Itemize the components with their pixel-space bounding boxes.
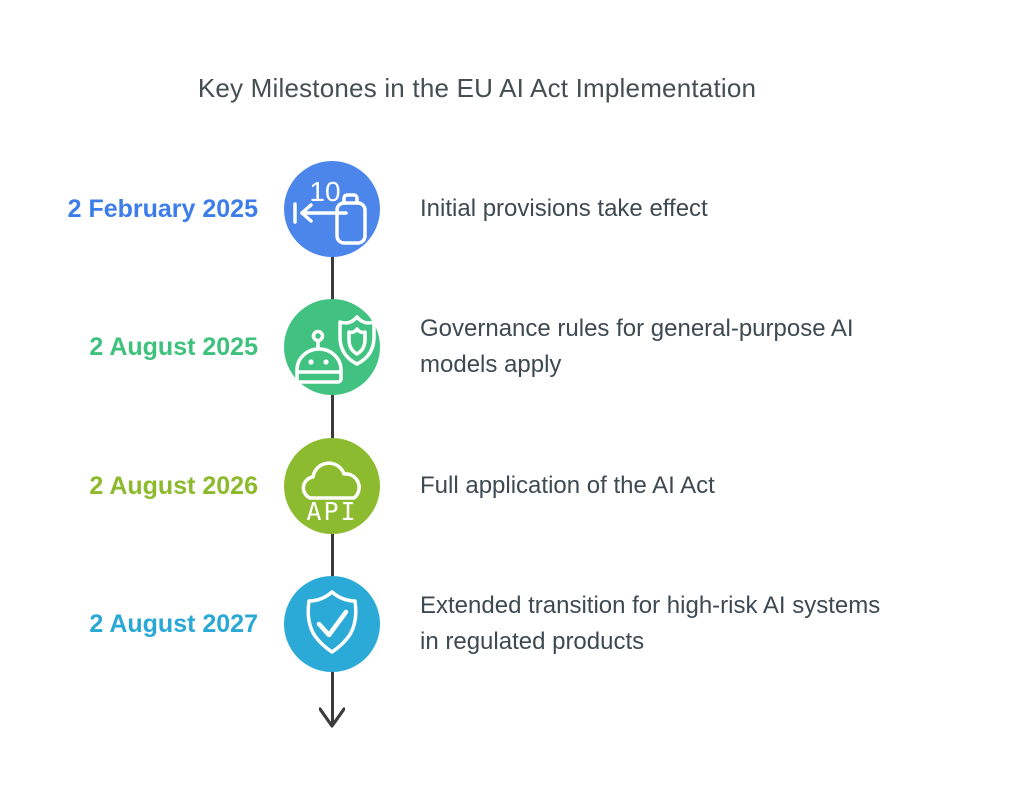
svg-text:10: 10 [309, 176, 340, 207]
milestone-date: 2 August 2026 [89, 472, 258, 500]
milestone-date: 2 August 2027 [89, 610, 258, 638]
svg-text:API: API [306, 497, 357, 526]
robot-shield-icon [295, 315, 376, 384]
arrow-down-icon [319, 707, 345, 728]
milestone-description: Full application of the AI Act [420, 472, 715, 499]
cloud-api-icon: API [301, 461, 361, 526]
shield-check-icon [306, 590, 358, 654]
milestone-description: Initial provisions take effect [420, 195, 708, 222]
calendar-countdown-icon: 10 [293, 176, 367, 245]
milestone-description: Extended transition for high-risk AI sys… [420, 592, 881, 655]
milestone-date: 2 February 2025 [67, 195, 258, 223]
milestone-description: Governance rules for general-purpose AI … [420, 315, 854, 378]
milestone-circle [284, 299, 380, 395]
milestone-date: 2 August 2025 [89, 333, 258, 361]
milestone-circle [284, 576, 380, 672]
milestone-circle: API [284, 438, 380, 534]
page-title: Key Milestones in the EU AI Act Implemen… [197, 73, 757, 103]
milestone-circle: 10 [284, 161, 380, 257]
